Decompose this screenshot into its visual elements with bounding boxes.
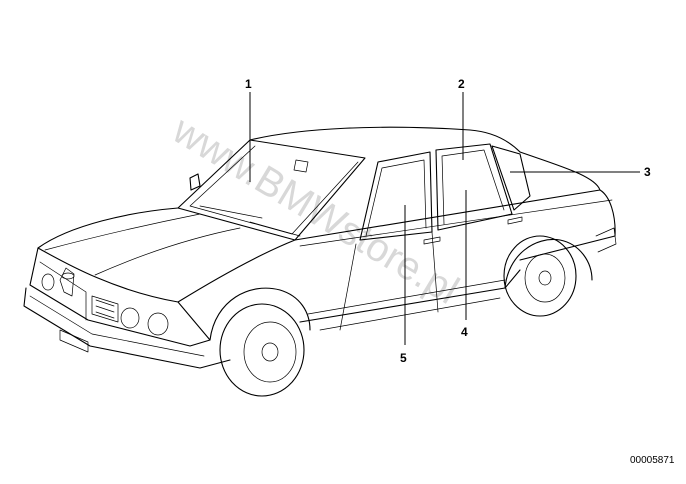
rear-bumper bbox=[595, 227, 617, 253]
callout-2: 2 bbox=[458, 77, 465, 91]
roof-outline bbox=[249, 126, 521, 153]
leader-lines bbox=[249, 92, 640, 345]
headlight-inner bbox=[120, 307, 140, 329]
kidney-grille bbox=[59, 267, 75, 297]
door-handle bbox=[423, 236, 441, 245]
callout-1: 1 bbox=[245, 77, 252, 91]
callouts: 1 2 3 4 5 bbox=[245, 77, 651, 365]
front-wheel-arch bbox=[209, 287, 311, 341]
license-plate bbox=[59, 329, 89, 353]
quarter-window bbox=[491, 145, 531, 211]
headlight-outer bbox=[147, 312, 169, 336]
front-rim bbox=[243, 321, 297, 383]
hood bbox=[37, 207, 296, 303]
rear-tire bbox=[503, 235, 577, 317]
rear-wheel-arch bbox=[504, 238, 593, 289]
callout-5: 5 bbox=[400, 351, 407, 365]
callout-4: 4 bbox=[461, 325, 468, 339]
interior-mirror bbox=[293, 159, 309, 173]
reference-number: 00005871 bbox=[630, 455, 675, 466]
watermark: www.BMWstore.pl bbox=[165, 107, 467, 312]
rear-door-window bbox=[435, 143, 513, 231]
front-tire bbox=[219, 303, 305, 397]
rear-rim bbox=[524, 253, 566, 303]
front-bumper bbox=[23, 287, 231, 369]
wiper bbox=[199, 205, 263, 219]
callout-3: 3 bbox=[644, 165, 651, 179]
front-fascia bbox=[29, 247, 211, 347]
front-door-window bbox=[359, 151, 433, 241]
car-illustration bbox=[23, 126, 617, 397]
side-mirror bbox=[189, 173, 201, 191]
door-seam bbox=[431, 231, 439, 313]
bmw-emblem bbox=[61, 272, 75, 280]
